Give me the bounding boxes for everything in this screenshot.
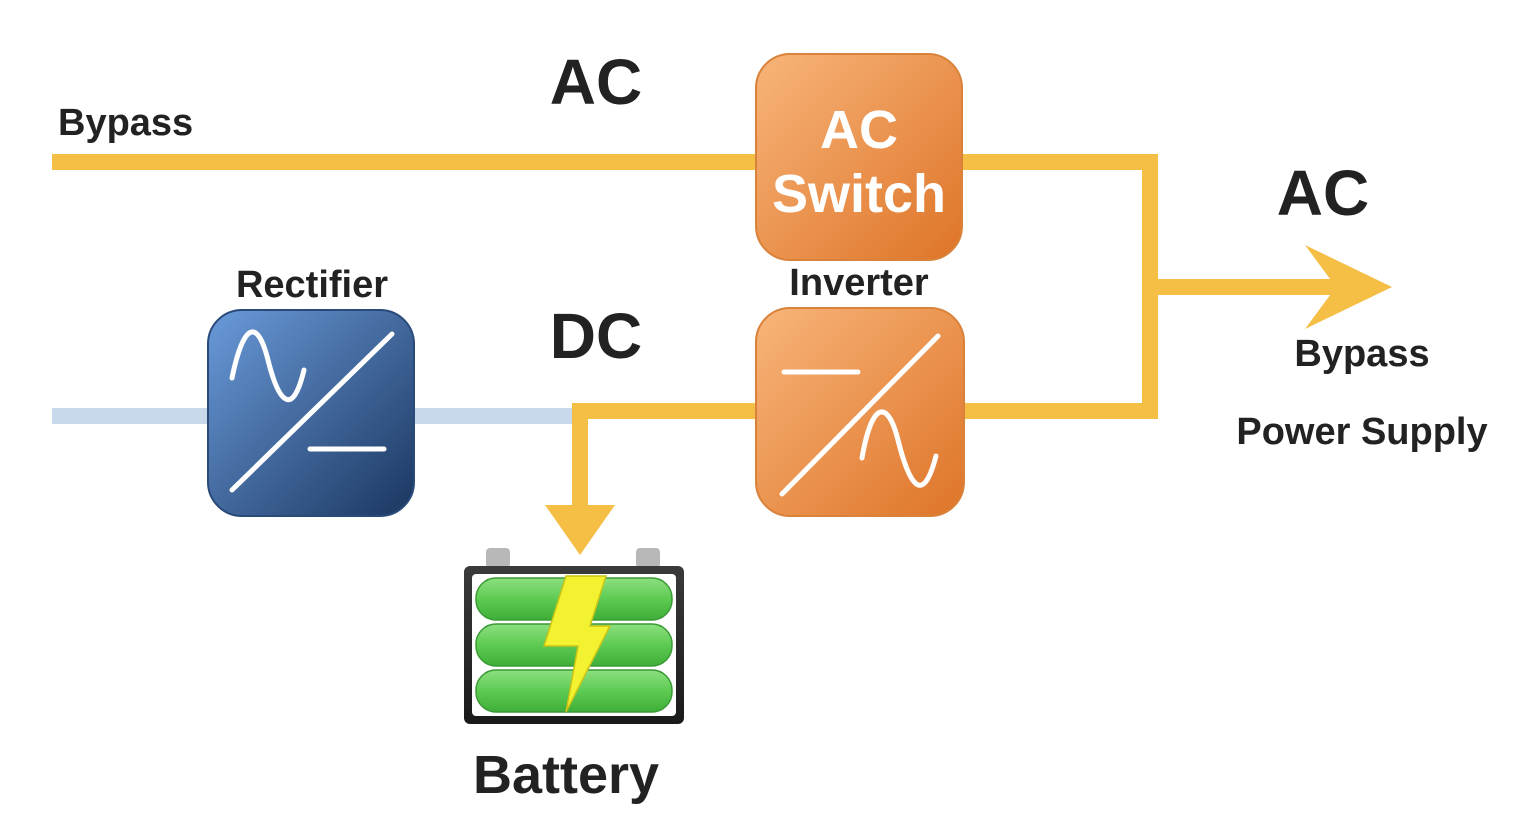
inverter-diagonal: [779, 333, 941, 497]
power-supply-label: Power Supply: [1236, 411, 1487, 453]
rectifier-sine-wave: [229, 329, 307, 402]
battery-terminal-left: [486, 548, 510, 568]
battery-arrow-icon: [545, 505, 615, 555]
inverter-sine-wave: [859, 409, 939, 488]
ac-switch-block: AC Switch: [755, 53, 963, 261]
bypass-output-label: Bypass: [1294, 333, 1429, 375]
rectifier-diagonal: [229, 331, 395, 493]
ac-switch-box: [755, 53, 963, 261]
ac-switch-label-line2: Switch: [772, 164, 946, 224]
inverter-block: [755, 307, 965, 517]
battery-terminal-right: [636, 548, 660, 568]
dc-label: DC: [550, 300, 642, 372]
lightning-bolt-icon: [542, 575, 612, 713]
rectifier-block: [207, 309, 415, 517]
battery-label: Battery: [473, 745, 659, 805]
ac-top-label: AC: [550, 46, 642, 118]
battery-block: [464, 548, 684, 724]
inverter-label: Inverter: [789, 262, 929, 304]
rectifier-label: Rectifier: [236, 264, 388, 306]
bypass-input-label: Bypass: [58, 102, 193, 144]
output-arrow-icon: [1305, 245, 1392, 329]
ac-output-label: AC: [1277, 157, 1369, 229]
ac-switch-label-line1: AC: [820, 100, 898, 160]
